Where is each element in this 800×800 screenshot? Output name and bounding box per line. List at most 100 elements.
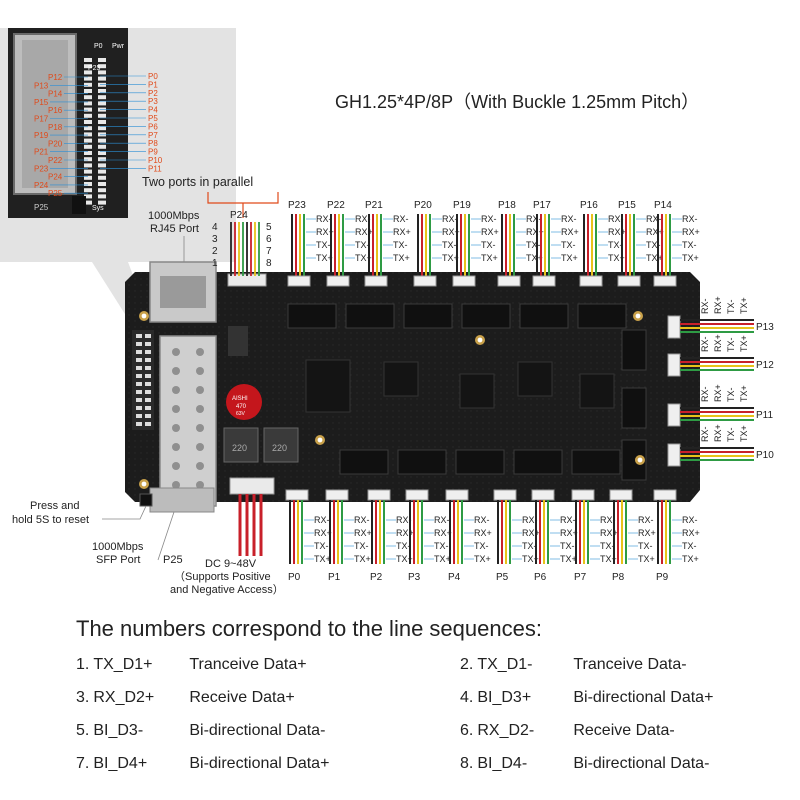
p24-pin-left: 2 xyxy=(212,246,218,257)
inductor-2 xyxy=(263,427,299,463)
inset-led xyxy=(98,113,106,118)
inset-led xyxy=(84,200,92,205)
inset-led-label-left: P22 xyxy=(48,156,63,165)
rj45-callout-line1: 1000Mbps xyxy=(148,210,200,222)
pin-label: TX+ xyxy=(316,253,333,263)
inset-led xyxy=(98,151,106,155)
inset-led xyxy=(84,175,92,180)
inset-led xyxy=(98,182,106,186)
inset-led-label-right: P8 xyxy=(148,139,158,148)
electrolytic-capacitor xyxy=(226,384,262,420)
led xyxy=(136,382,142,386)
dc-callout-line3: and Negative Access） xyxy=(170,583,284,596)
pin-label: TX+ xyxy=(646,253,663,263)
connector-title: GH1.25*4P/8P（With Buckle 1.25mm Pitch） xyxy=(335,92,699,112)
inset-led-label-right: P1 xyxy=(148,80,158,89)
legend-item-number: 7. xyxy=(76,755,90,772)
sfp-vent-hole xyxy=(172,424,180,432)
inset-led xyxy=(84,107,92,112)
pin-label: TX- xyxy=(608,240,623,250)
inset-led xyxy=(84,169,92,174)
sfp-mouth xyxy=(149,487,215,513)
top-port-connector xyxy=(617,275,641,287)
inset-led xyxy=(98,175,106,180)
led xyxy=(136,366,142,370)
pin-label: RX+ xyxy=(522,528,540,538)
top-port-connector xyxy=(497,275,521,287)
pin-label: TX+ xyxy=(682,253,699,263)
right-port-connector xyxy=(667,315,681,339)
legend-item-number: 3. xyxy=(76,689,90,706)
legend-item-description: Bi-directional Data- xyxy=(573,755,710,772)
sfp-vent-hole xyxy=(196,405,204,413)
inset-led-label-left: P14 xyxy=(48,90,63,99)
sfp-vent-hole xyxy=(172,367,180,375)
phy-chip xyxy=(287,303,337,329)
pin-label: RX+ xyxy=(638,528,656,538)
pin-label: TX+ xyxy=(600,554,617,564)
led xyxy=(145,374,151,378)
led xyxy=(136,350,142,354)
p24-pin-right: 5 xyxy=(266,222,272,233)
inset-p25-bottom: P25 xyxy=(34,203,49,212)
mount-hole-center xyxy=(635,313,641,319)
inset-led xyxy=(98,58,106,62)
sfp-pointer xyxy=(157,511,175,561)
sfp-port-name: P25 xyxy=(163,554,183,566)
inset-led-label-left: P21 xyxy=(34,148,49,157)
sfp-vent-hole xyxy=(172,462,180,470)
pin-label: RX+ xyxy=(713,384,723,402)
inset-led xyxy=(84,157,92,162)
pin-label: RX- xyxy=(393,214,409,224)
pin-label: RX+ xyxy=(560,528,578,538)
dc-connector xyxy=(229,477,275,495)
capacitor-voltage: 63V xyxy=(236,411,246,417)
led xyxy=(145,406,151,410)
top-port-label: P14 xyxy=(654,200,672,211)
legend-item-code: BI_D3- xyxy=(93,722,144,739)
inset-led-label-left: P17 xyxy=(34,115,49,124)
pin-label: RX+ xyxy=(682,227,700,237)
pin-label: RX+ xyxy=(561,227,579,237)
inset-sys-label: Sys xyxy=(92,205,104,212)
legend-item-number: 6. xyxy=(460,722,474,739)
pin-label: RX- xyxy=(526,214,542,224)
inset-led xyxy=(84,95,92,100)
inset-led xyxy=(84,82,92,87)
legend-item-code: TX_D1- xyxy=(477,656,533,673)
inset-led-label-left: P15 xyxy=(34,98,49,107)
led xyxy=(145,358,151,362)
p24-pin-left: 3 xyxy=(212,234,218,245)
sfp-vent-hole xyxy=(196,424,204,432)
pin-label: RX- xyxy=(700,336,710,352)
pin-label: RX- xyxy=(600,515,616,525)
legend-item-number: 8. xyxy=(460,755,474,772)
bottom-port-connector xyxy=(445,489,469,501)
pin-label: TX+ xyxy=(354,554,371,564)
led xyxy=(136,406,142,410)
led xyxy=(145,414,151,418)
inset-led-label-right: P2 xyxy=(148,89,158,98)
capacitor-value: 470 xyxy=(236,404,247,410)
pin-label: TX+ xyxy=(526,253,543,263)
pin-label: RX- xyxy=(474,515,490,525)
pin-label: RX+ xyxy=(393,227,411,237)
sfp-vent-hole xyxy=(196,462,204,470)
pin-label: RX+ xyxy=(442,227,460,237)
pin-label: TX- xyxy=(434,541,449,551)
pin-label: TX+ xyxy=(560,554,577,564)
pin-label: RX+ xyxy=(354,528,372,538)
inset-led xyxy=(84,126,92,131)
legend-item: 2.TX_D1-Tranceive Data- xyxy=(460,656,687,674)
pin-label: RX+ xyxy=(474,528,492,538)
bottom-port-label: P2 xyxy=(370,572,383,583)
pin-label: RX+ xyxy=(314,528,332,538)
legend-item: 7.BI_D4+Bi-directional Data+ xyxy=(76,755,329,773)
sfp-vent-hole xyxy=(196,481,204,489)
reset-callout-line2: hold 5S to reset xyxy=(12,514,89,526)
legend-item: 4.BI_D3+Bi-directional Data+ xyxy=(460,689,713,707)
legend-item: 8.BI_D4-Bi-directional Data- xyxy=(460,755,709,773)
pin-label: TX+ xyxy=(396,554,413,564)
top-port-label: P23 xyxy=(288,200,306,211)
